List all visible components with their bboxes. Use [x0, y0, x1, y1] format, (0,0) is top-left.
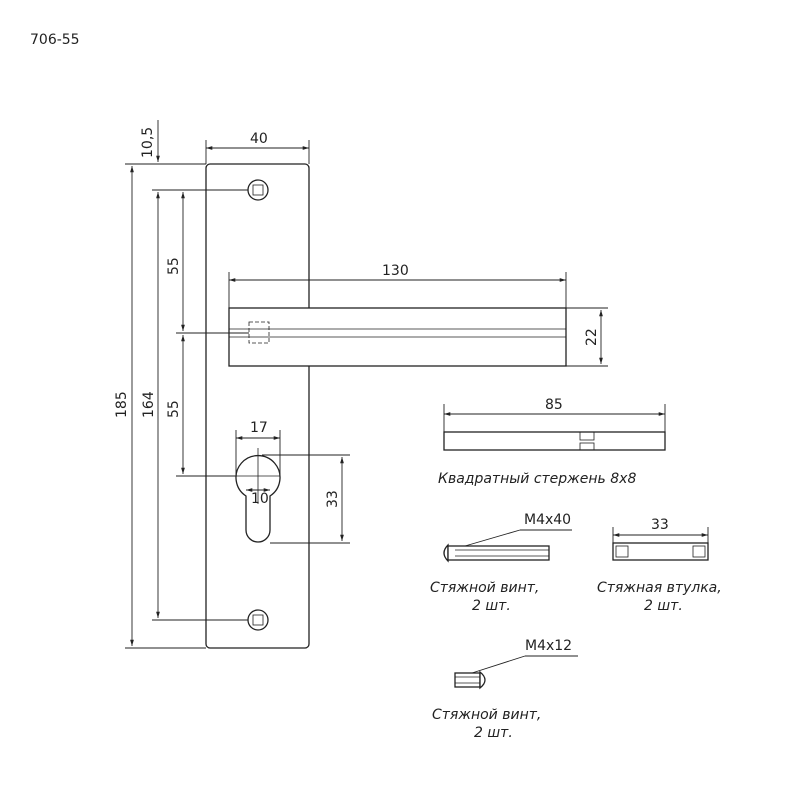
short-screw-caption-2: 2 шт.: [474, 725, 513, 741]
dim-plate-height: 185: [114, 391, 130, 418]
dim-cylinder-round: 10: [251, 491, 269, 507]
short-screw-size: M4x12: [525, 638, 572, 654]
bottom-screw-hole: [247, 609, 269, 631]
long-screw-caption-1: Стяжной винт,: [430, 580, 539, 596]
bushing-caption-1: Стяжная втулка,: [597, 580, 722, 596]
bushing: [612, 527, 709, 561]
dim-top-offset: 10,5: [140, 127, 156, 158]
long-screw: [443, 529, 572, 563]
dim-spindle-length: 85: [545, 397, 563, 413]
long-screw-caption-2: 2 шт.: [472, 598, 511, 614]
dim-plate-width: 40: [250, 131, 268, 147]
dim-screw-spacing: 164: [141, 391, 157, 418]
model-number: 706-55: [30, 32, 80, 48]
dim-lever-length: 130: [382, 263, 409, 279]
long-screw-size: M4x40: [524, 512, 571, 528]
short-screw: [454, 655, 578, 690]
square-spindle: [443, 404, 666, 451]
top-screw-hole: [247, 179, 269, 201]
spindle-caption: Квадратный стержень 8x8: [438, 471, 636, 487]
cylinder-cutout: [235, 448, 281, 543]
dim-lever-width: 22: [584, 328, 600, 346]
back-plate: [205, 163, 310, 649]
dim-bushing-length: 33: [651, 517, 669, 533]
dim-spacing-upper: 55: [166, 257, 182, 275]
bushing-caption-2: 2 шт.: [644, 598, 683, 614]
dim-cylinder-width: 17: [250, 420, 268, 436]
dim-cylinder-height: 33: [325, 490, 341, 508]
short-screw-caption-1: Стяжной винт,: [432, 707, 541, 723]
dim-spacing-lower: 55: [166, 400, 182, 418]
lever-handle: [228, 307, 567, 367]
